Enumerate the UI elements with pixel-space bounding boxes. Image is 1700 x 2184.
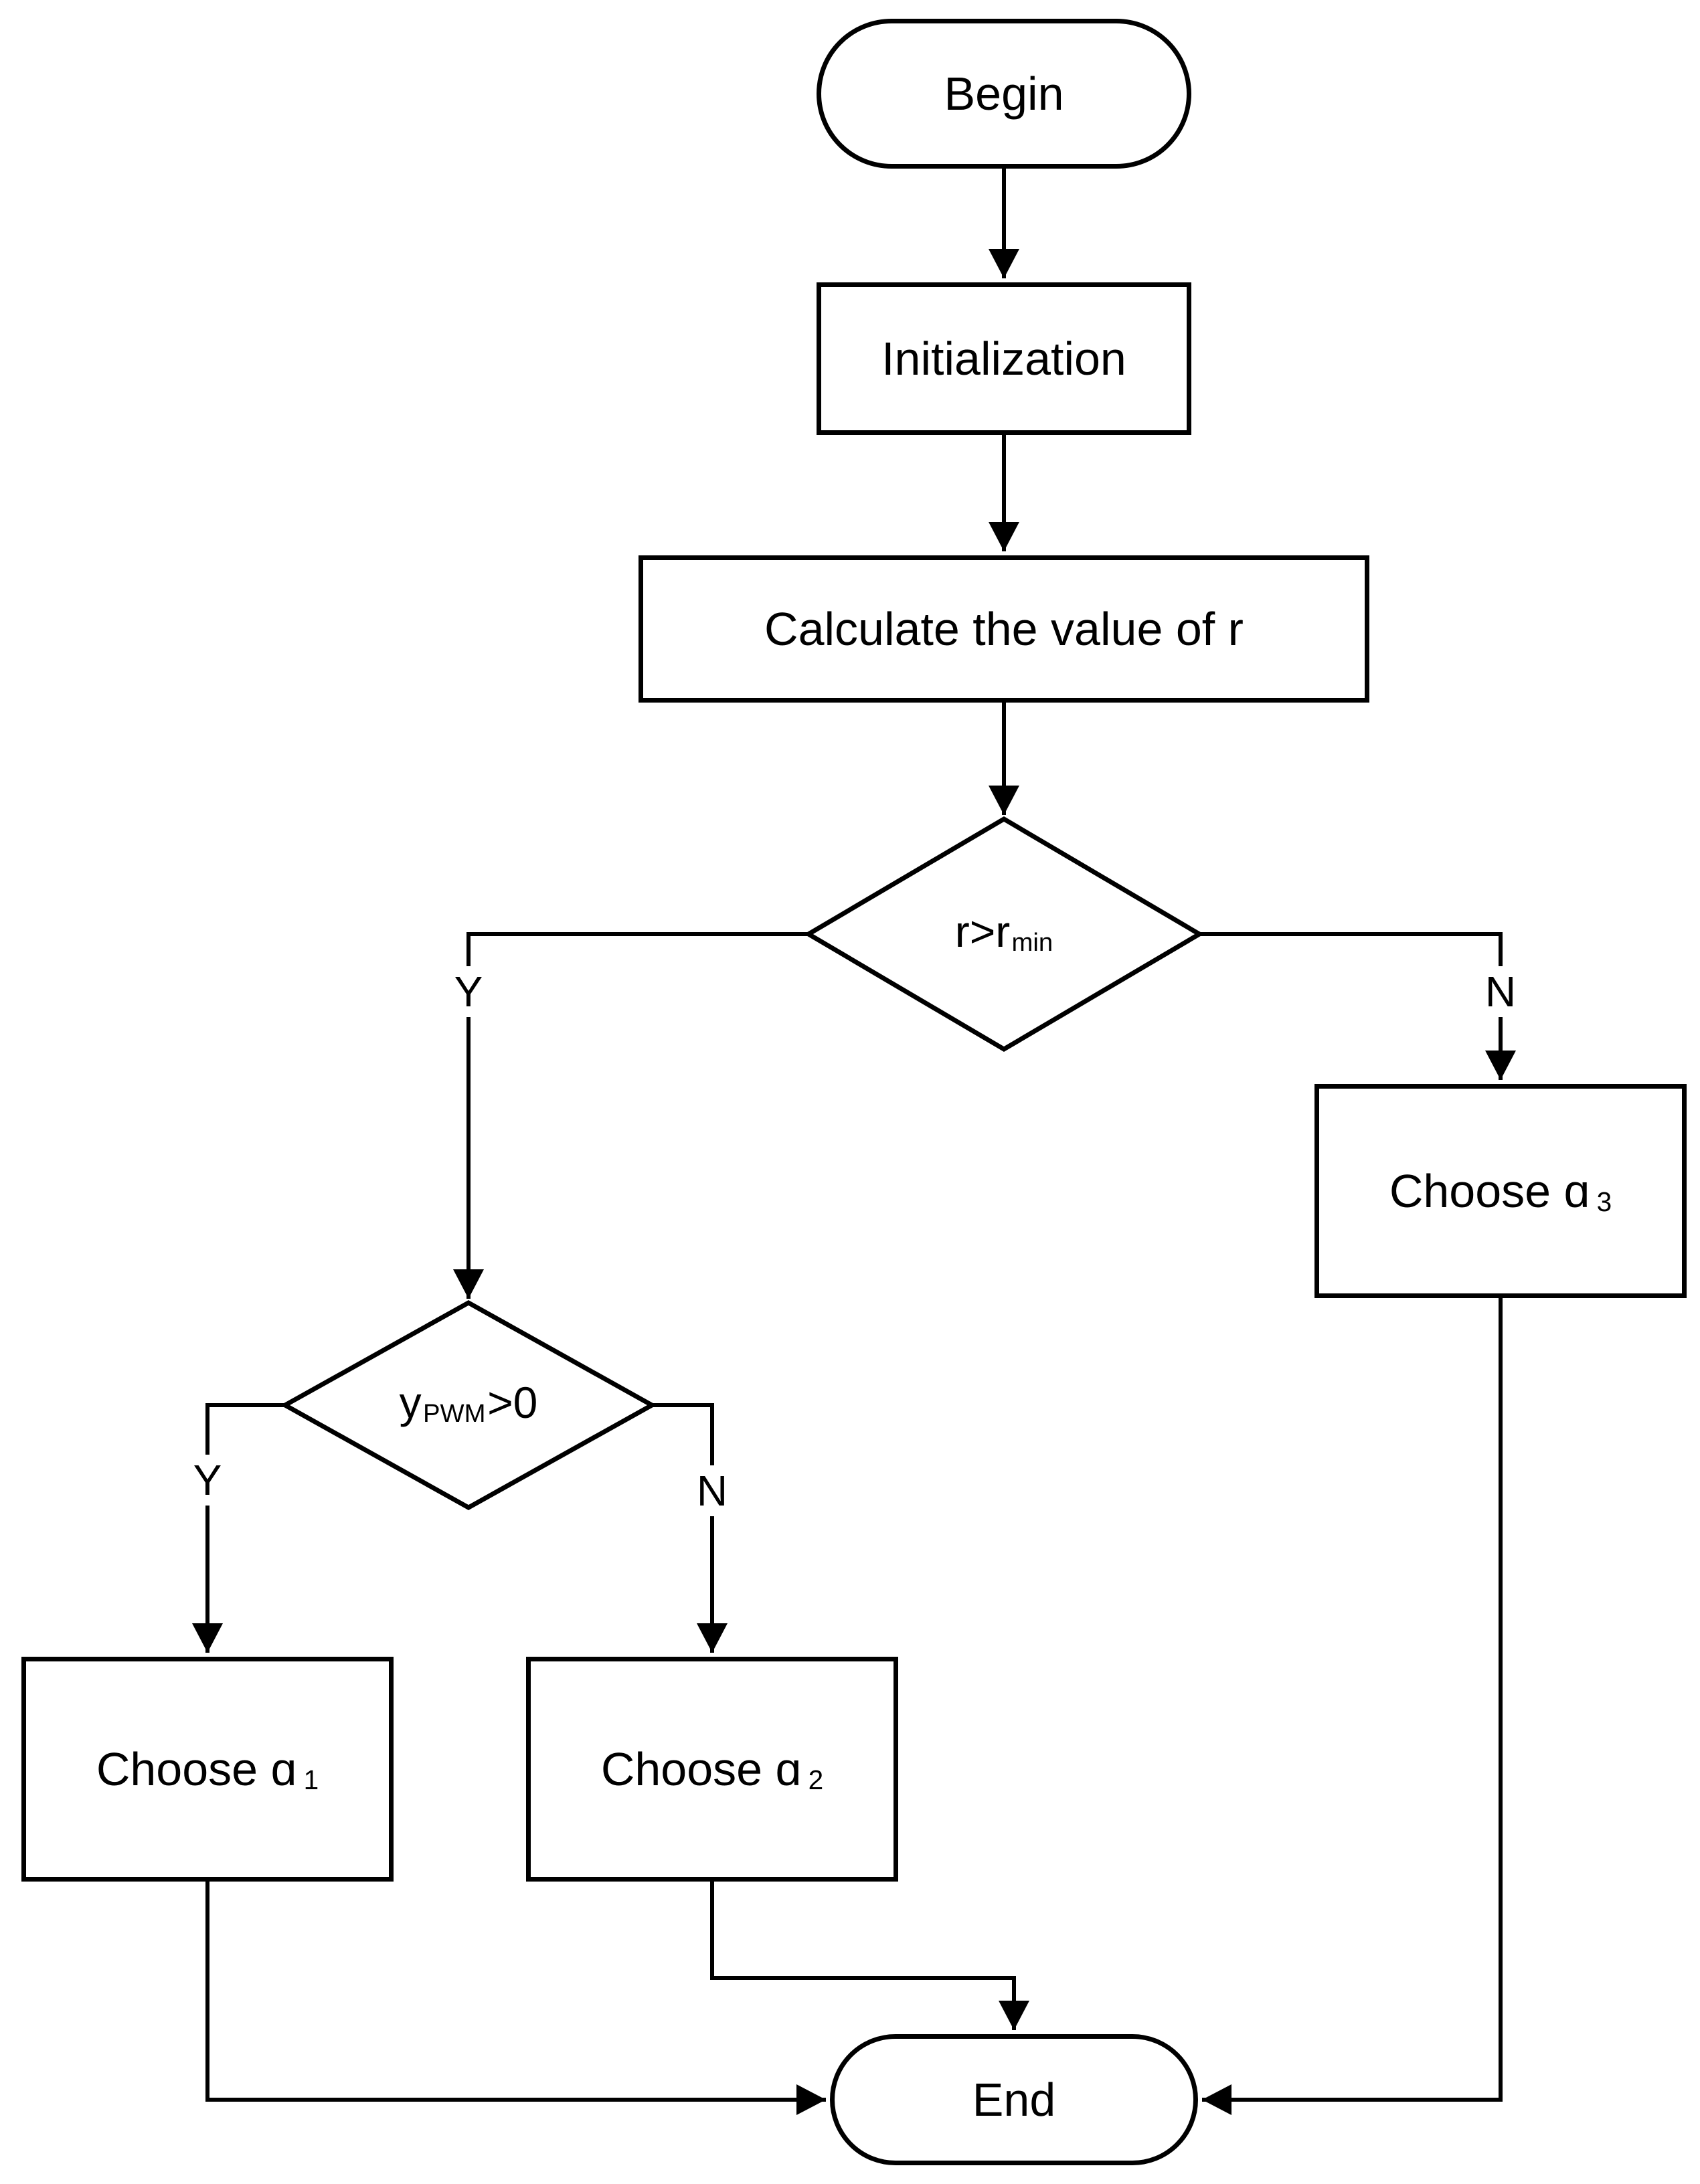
connector-decision-r-no-to-choose-a3 xyxy=(1199,932,1516,1080)
decision-r-text: r>r xyxy=(954,907,1011,956)
decision-ypwm-subscript: PWM xyxy=(422,1399,486,1429)
decision-ypwm-shape xyxy=(280,1299,657,1511)
connector-choose-a1-to-end xyxy=(205,1882,826,2115)
choose-a2-text: Choose ɑ xyxy=(600,1743,802,1795)
node-initialization: Initialization xyxy=(817,282,1191,435)
connector-decision-ypwm-yes-to-choose-a1 xyxy=(192,1403,285,1653)
node-begin: Begin xyxy=(817,19,1191,169)
node-calculate: Calculate the value of r xyxy=(639,555,1369,703)
branch-label-decision-r-yes: Y xyxy=(444,966,493,1017)
initialization-label: Initialization xyxy=(881,333,1126,385)
branch-label-decision-ypwm-yes: Y xyxy=(183,1455,232,1506)
branch-label-decision-r-no: N xyxy=(1475,966,1526,1017)
connector-choose-a2-to-end xyxy=(710,1882,1029,2030)
connector-choose-a3-to-end xyxy=(1202,1298,1503,2115)
connector-decision-ypwm-no-to-choose-a2 xyxy=(652,1403,728,1653)
choose-a1-subscript: 1 xyxy=(303,1764,319,1796)
decision-r-subscript: min xyxy=(1011,928,1053,958)
decision-ypwm-comparison: >0 xyxy=(487,1378,538,1427)
decision-ypwm-text: y xyxy=(399,1378,422,1427)
connector-decision-r-yes-to-decision-ypwm xyxy=(453,932,809,1299)
choose-a3-text: Choose ɑ xyxy=(1389,1165,1590,1217)
node-end: End xyxy=(830,2034,1198,2165)
choose-a1-text: Choose ɑ xyxy=(96,1743,297,1795)
decision-r-shape xyxy=(804,816,1204,1053)
begin-label: Begin xyxy=(944,68,1064,120)
choose-a3-subscript: 3 xyxy=(1596,1186,1612,1218)
end-label: End xyxy=(972,2074,1056,2126)
choose-a2-subscript: 2 xyxy=(808,1764,824,1796)
calculate-label: Calculate the value of r xyxy=(764,603,1244,655)
branch-label-decision-ypwm-no: N xyxy=(687,1465,738,1516)
